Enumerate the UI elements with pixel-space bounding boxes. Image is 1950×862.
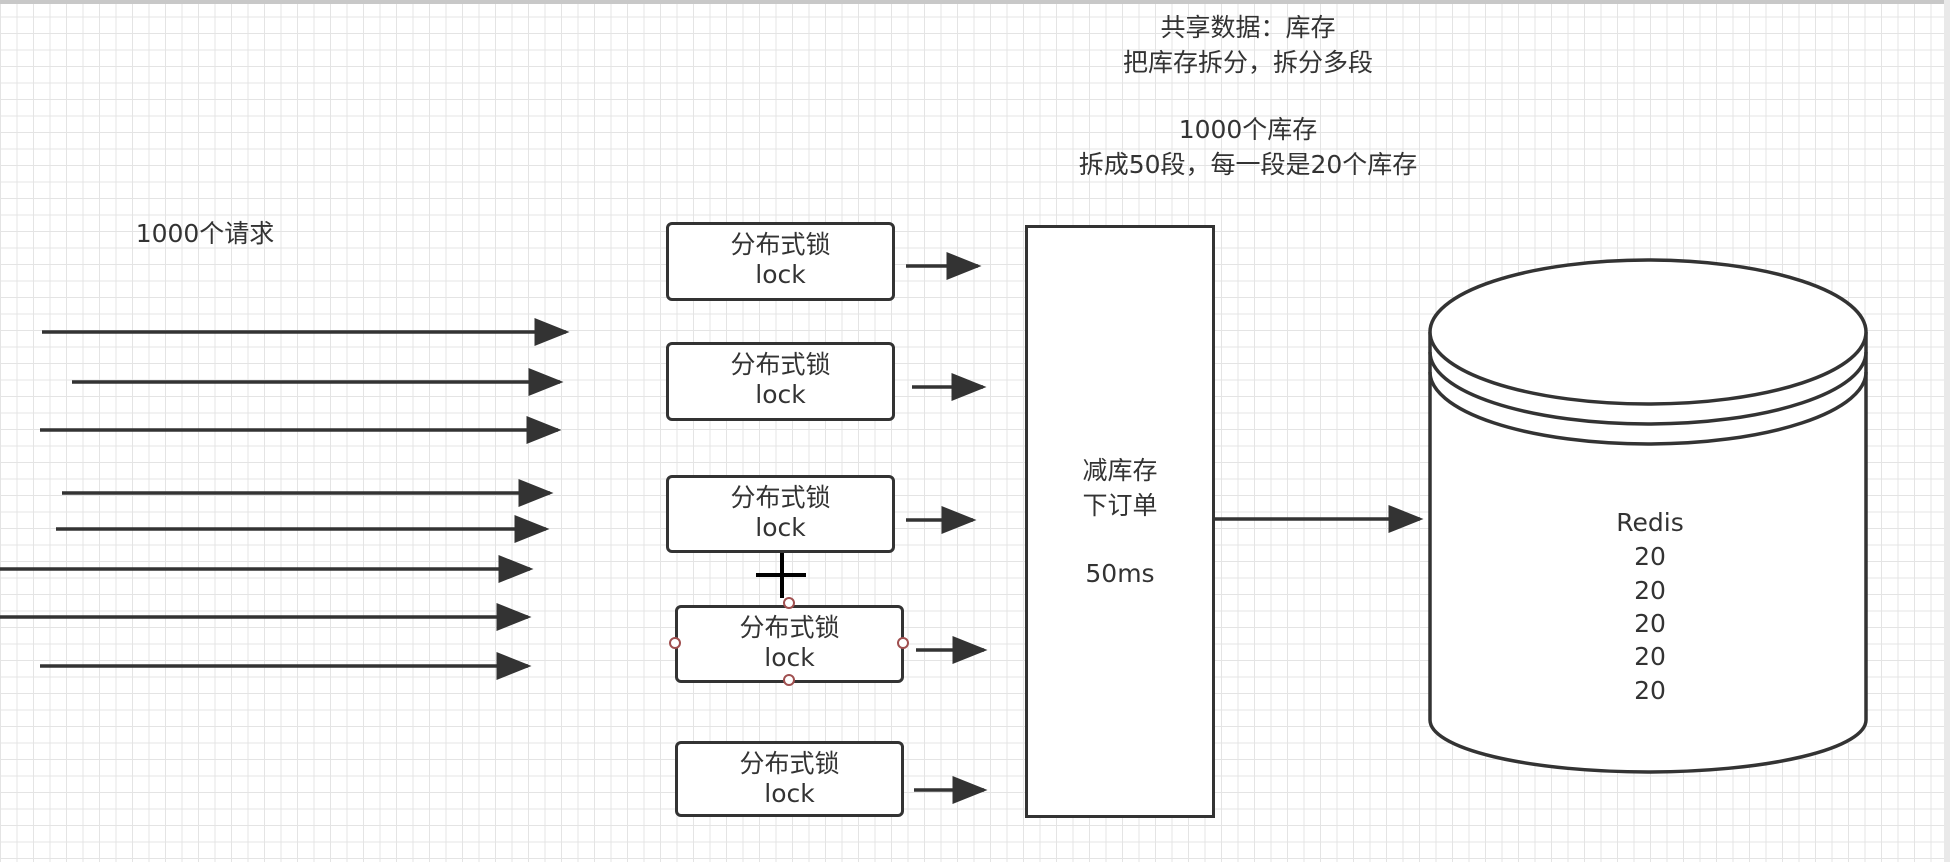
lock-title: 分布式锁 [739,613,840,642]
lock-box-selected[interactable]: 分布式锁 lock [675,605,904,683]
redis-segment: 20 [1634,676,1666,705]
lock-box[interactable]: 分布式锁 lock [675,741,904,817]
lock-title: 分布式锁 [730,483,831,512]
header-note-line4: 拆成50段，每一段是20个库存 [1078,150,1418,179]
resize-handle-left[interactable] [669,637,681,649]
redis-segment: 20 [1634,542,1666,571]
right-scrollbar[interactable] [1944,0,1950,862]
top-toolbar-edge [0,0,1950,4]
resize-handle-bottom[interactable] [783,674,795,686]
lock-box[interactable]: 分布式锁 lock [666,475,895,553]
process-line2: 下订单 [1082,491,1158,520]
lock-box[interactable]: 分布式锁 lock [666,222,895,301]
redis-title: Redis [1616,508,1684,537]
request-arrows [0,318,570,680]
requests-label: 1000个请求 [135,219,275,248]
process-box[interactable] [1025,225,1215,818]
lock-title: 分布式锁 [730,350,831,379]
lock-title: 分布式锁 [739,749,840,778]
lock-sub: lock [755,513,806,542]
redis-segment: 20 [1634,642,1666,671]
process-line3: 50ms [1085,559,1155,588]
redis-segment: 20 [1634,609,1666,638]
lock-title: 分布式锁 [730,230,831,259]
lock-sub: lock [755,260,806,289]
lock-sub: lock [764,643,815,672]
lock-box[interactable]: 分布式锁 lock [666,342,895,421]
lock-arrows [906,252,988,804]
process-line1: 减库存 [1082,456,1158,485]
move-cursor-icon [756,553,806,598]
lock-sub: lock [764,779,815,808]
lock-sub: lock [755,380,806,409]
header-note-line2: 把库存拆分，拆分多段 [1122,48,1373,77]
redis-cylinder[interactable] [1428,258,1868,774]
header-note-line1: 共享数据：库存 [1160,13,1336,42]
resize-handle-top[interactable] [783,597,795,609]
header-note-line3: 1000个库存 [1178,115,1318,144]
redis-segment: 20 [1634,576,1666,605]
resize-handle-right[interactable] [897,637,909,649]
